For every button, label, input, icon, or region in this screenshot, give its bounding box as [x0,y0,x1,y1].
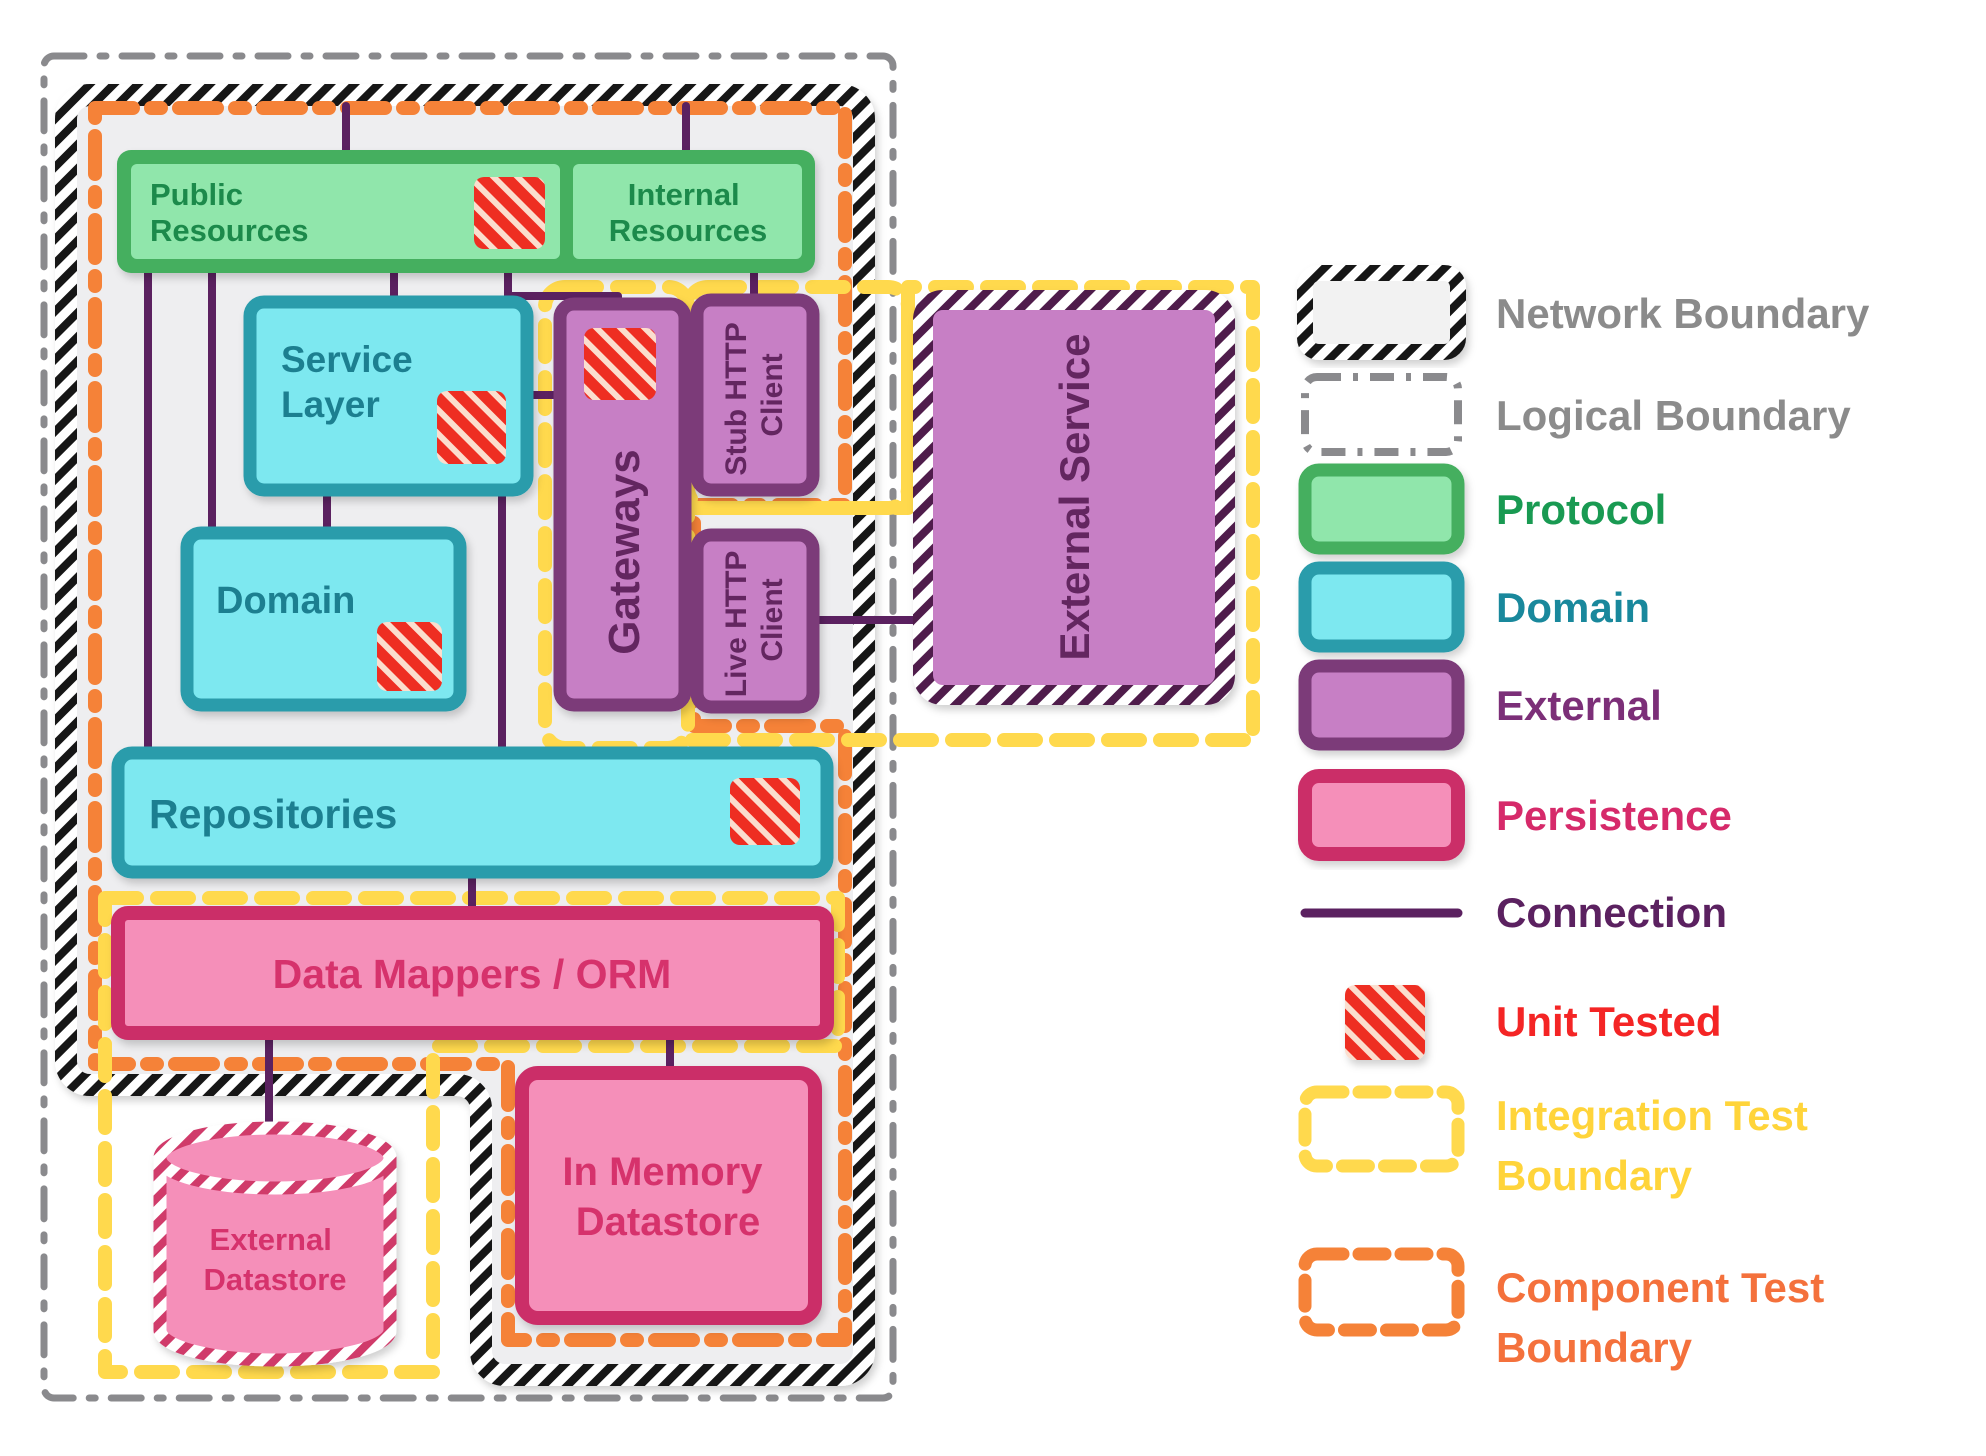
network-boundary-swatch [1297,265,1466,360]
legend-protocol: Protocol [1298,463,1666,555]
integration-test-boundary-swatch [1298,1085,1465,1173]
legend-external: External [1298,659,1662,751]
stub-http-client-label: Stub HTTP Client [720,314,789,475]
domain-swatch [1298,561,1465,653]
unit-tested-badge-gateways [584,328,656,400]
external-datastore-body [153,1158,397,1367]
legend-persistence: Persistence [1298,769,1732,861]
stub-http-client-node: Stub HTTP Client [690,293,820,497]
integration-test-boundary-data-mappers-datastore [98,891,845,1379]
component-test-boundary [88,101,852,1347]
legend-domain: Domain [1298,561,1650,653]
unit-tested-swatch [1345,985,1425,1060]
repositories-label: Repositories [149,791,397,837]
legend-integration-test-boundary: Integration Test Boundary [1298,1085,1820,1199]
legend-external-label: External [1496,682,1662,729]
legend-component-test-boundary-label: Component Test Boundary [1496,1264,1836,1371]
external-service-node: External Service [913,290,1235,705]
external-swatch [1298,659,1465,751]
live-http-client-node: Live HTTP Client [690,528,820,714]
internal-resources-box [573,164,802,259]
service-layer: Service Layer [243,295,534,497]
legend-persistence-label: Persistence [1496,792,1732,839]
legend-connection: Connection [1300,889,1727,936]
public-resources-label: Public Resources [150,177,309,248]
in-memory-datastore-node: In Memory Datastore [515,1066,822,1325]
repositories-box [111,746,834,879]
repositories-node: Repositories [111,746,834,879]
domain-node: Domain [180,526,467,712]
legend-integration-test-boundary-label: Integration Test Boundary [1496,1092,1820,1199]
live-http-client-box [690,528,820,714]
unit-tested-badge-service-layer [437,391,506,464]
resources-row: Public Resources Internal Resources [117,150,815,273]
live-http-client-label: Live HTTP Client [720,543,789,698]
legend-unit-tested-label: Unit Tested [1496,998,1722,1045]
external-datastore-node: External Datastore [153,1121,397,1367]
in-memory-datastore-box [515,1066,822,1325]
legend-network-boundary-label: Network Boundary [1496,290,1870,337]
legend-connection-label: Connection [1496,889,1727,936]
domain-label: Domain [216,580,355,622]
integration-test-boundary-live-client-external-service [681,280,1260,747]
data-mappers-label: Data Mappers / ORM [273,951,672,997]
stub-http-client-box [690,293,820,497]
gateways-node: Gateways [553,297,692,712]
protocol-swatch [1298,463,1465,555]
data-mappers-box [111,906,834,1040]
legend-network-boundary: Network Boundary [1297,265,1870,360]
component-test-boundary-swatch [1298,1247,1465,1337]
public-resources-box [131,164,560,259]
legend-logical-boundary-label: Logical Boundary [1496,392,1851,439]
gateways-label: Gateways [600,449,649,654]
external-service-box [913,290,1235,705]
data-mappers-node: Data Mappers / ORM [111,906,834,1040]
external-datastore-top [153,1121,397,1195]
legend: Network Boundary Logical Boundary Protoc… [1297,265,1870,1371]
legend-unit-tested: Unit Tested [1345,985,1722,1060]
logical-boundary [40,52,897,1402]
service-layer-label: Service Layer [281,339,423,425]
logical-boundary-swatch [1301,373,1462,456]
external-datastore-label: External Datastore [204,1222,347,1297]
legend-logical-boundary: Logical Boundary [1301,373,1851,456]
internal-resources-label: Internal Resources [609,177,768,248]
unit-tested-badge-public [474,177,545,249]
persistence-swatch [1298,769,1465,861]
legend-component-test-boundary: Component Test Boundary [1298,1247,1836,1371]
unit-tested-badge-domain [377,622,442,691]
in-memory-datastore-label: In Memory Datastore [562,1150,773,1244]
legend-protocol-label: Protocol [1496,486,1666,533]
legend-domain-label: Domain [1496,584,1650,631]
unit-tested-badge-repositories [730,778,800,845]
gateways-box [553,297,692,712]
external-service-label: External Service [1051,334,1098,661]
nodes: Public Resources Internal Resources Serv… [111,150,1235,1367]
